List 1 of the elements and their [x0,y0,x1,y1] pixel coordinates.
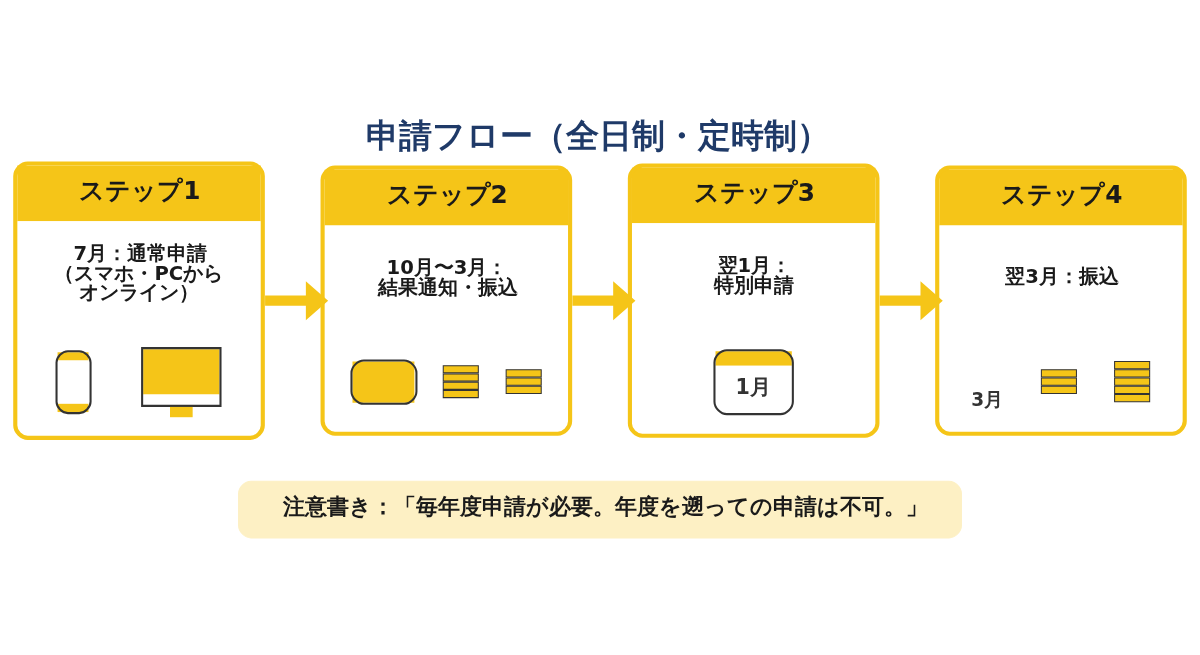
diagram-title: 申請フロー（全日制・定時制） [365,115,830,155]
